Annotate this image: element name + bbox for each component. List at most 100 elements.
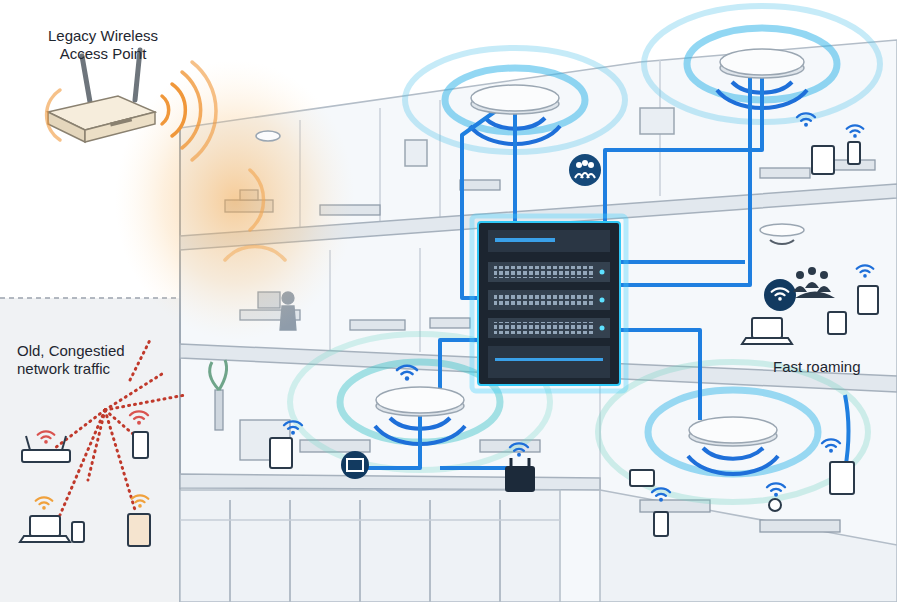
text-label: Old, Congestied network traffic bbox=[17, 342, 157, 378]
signal-rings bbox=[290, 6, 880, 502]
access-points bbox=[471, 85, 559, 111]
network-rack bbox=[495, 358, 603, 361]
building bbox=[439, 100, 441, 228]
congested-traffic bbox=[36, 497, 53, 509]
icon-badges bbox=[764, 279, 796, 311]
client-devices bbox=[270, 438, 292, 468]
congested-traffic bbox=[22, 450, 70, 462]
network-rack bbox=[488, 346, 610, 378]
icon-badges bbox=[510, 458, 513, 466]
office-furniture bbox=[760, 520, 840, 532]
network-rack bbox=[600, 298, 605, 303]
legacy-access-point bbox=[172, 84, 185, 136]
access-points bbox=[256, 49, 804, 446]
icon-badges bbox=[569, 154, 601, 186]
wifi-icons bbox=[822, 439, 840, 452]
client-devices bbox=[812, 146, 834, 174]
wifi-icons bbox=[797, 113, 815, 126]
wifi-icons bbox=[847, 125, 864, 137]
building bbox=[229, 500, 231, 602]
legacy-access-point bbox=[47, 62, 285, 260]
icon-badges bbox=[576, 162, 582, 168]
congested-traffic bbox=[20, 536, 70, 542]
icon-badges bbox=[528, 458, 531, 466]
building bbox=[429, 500, 431, 602]
network-cables bbox=[620, 78, 750, 285]
client-devices bbox=[742, 338, 792, 344]
congested-traffic bbox=[132, 495, 149, 507]
building bbox=[180, 490, 560, 602]
congested-traffic bbox=[72, 522, 84, 542]
wifi-icons bbox=[397, 366, 417, 381]
network-rack bbox=[472, 216, 626, 391]
congested-traffic bbox=[130, 411, 148, 424]
network-rack bbox=[488, 230, 610, 252]
building bbox=[180, 474, 600, 490]
legacy-panel bbox=[0, 298, 185, 602]
congested-traffic bbox=[105, 410, 135, 510]
building bbox=[600, 490, 897, 602]
wifi-icons bbox=[510, 443, 528, 456]
wifi-icons bbox=[857, 265, 874, 277]
building bbox=[289, 500, 291, 602]
icon-badges bbox=[341, 451, 369, 479]
client-devices bbox=[793, 267, 835, 298]
office-furniture bbox=[760, 168, 810, 178]
legacy-access-point bbox=[47, 90, 60, 140]
legacy-access-point bbox=[47, 50, 285, 260]
legacy-access-point bbox=[192, 62, 216, 160]
building bbox=[180, 519, 560, 521]
signal-rings bbox=[598, 362, 868, 502]
access-points bbox=[376, 387, 464, 413]
access-points bbox=[770, 240, 794, 244]
wifi-icons bbox=[284, 421, 302, 434]
network-cables bbox=[845, 395, 849, 470]
congested-traffic bbox=[30, 516, 60, 536]
text-label: Fast roaming bbox=[773, 358, 888, 376]
legacy-access-point bbox=[110, 117, 132, 126]
office-furniture bbox=[215, 390, 223, 430]
icon-badges bbox=[341, 154, 796, 492]
wifi-icons bbox=[652, 488, 670, 501]
congested-traffic bbox=[105, 395, 185, 410]
office-furniture bbox=[210, 360, 227, 390]
access-points bbox=[720, 49, 804, 75]
network-rack bbox=[478, 222, 620, 385]
client-devices bbox=[795, 292, 835, 299]
congested-traffic bbox=[26, 436, 30, 450]
congested-traffic bbox=[130, 340, 150, 380]
legacy-access-point bbox=[225, 246, 285, 260]
icon-badges bbox=[575, 173, 595, 178]
network-cables bbox=[605, 78, 762, 222]
building bbox=[359, 500, 361, 602]
access-points bbox=[689, 417, 777, 443]
legacy-access-point bbox=[250, 170, 264, 230]
network-rack bbox=[488, 290, 610, 310]
client-devices bbox=[769, 499, 781, 511]
client-devices bbox=[858, 286, 878, 314]
network-rack bbox=[600, 270, 605, 275]
client-devices bbox=[630, 470, 654, 486]
legacy-access-point bbox=[82, 56, 90, 102]
wifi-icons bbox=[767, 483, 785, 496]
congested-traffic bbox=[20, 432, 150, 546]
network-rack bbox=[600, 326, 605, 331]
network-rack bbox=[495, 238, 555, 242]
network-cables bbox=[620, 330, 700, 420]
network-cables bbox=[360, 414, 420, 468]
icon-badges bbox=[347, 459, 363, 471]
network-rack bbox=[488, 318, 610, 338]
interference-glow bbox=[115, 60, 355, 340]
client-devices bbox=[270, 142, 878, 536]
network-rack bbox=[488, 262, 610, 282]
signal-rings bbox=[688, 448, 778, 474]
client-devices bbox=[820, 271, 828, 279]
access-points bbox=[256, 131, 280, 141]
icon-badges bbox=[772, 288, 789, 300]
congested-traffic bbox=[128, 514, 150, 546]
legacy-access-point bbox=[85, 112, 155, 142]
client-devices bbox=[848, 142, 860, 164]
icon-badges bbox=[582, 160, 588, 166]
